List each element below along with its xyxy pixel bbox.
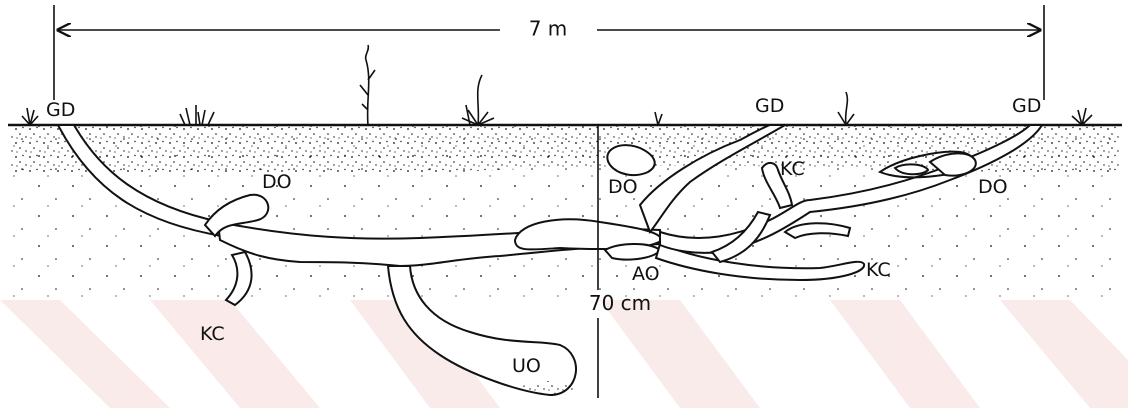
label-do-left: DO	[262, 171, 292, 193]
label-gd-left: GD	[46, 99, 75, 121]
label-do-mid: DO	[608, 176, 638, 198]
width-label: 7 m	[529, 17, 568, 41]
uo-nest-material	[522, 381, 574, 395]
label-do-right: DO	[978, 176, 1008, 198]
label-ao: AO	[632, 263, 660, 285]
label-kc-upper: KC	[780, 158, 805, 180]
label-kc-right: KC	[866, 259, 891, 281]
vegetation	[22, 45, 1092, 125]
depth-label: 70 cm	[589, 291, 651, 315]
label-kc-left: KC	[200, 323, 225, 345]
label-gd-mid: GD	[755, 95, 784, 117]
label-gd-right: GD	[1012, 95, 1041, 117]
label-uo: UO	[512, 355, 541, 377]
